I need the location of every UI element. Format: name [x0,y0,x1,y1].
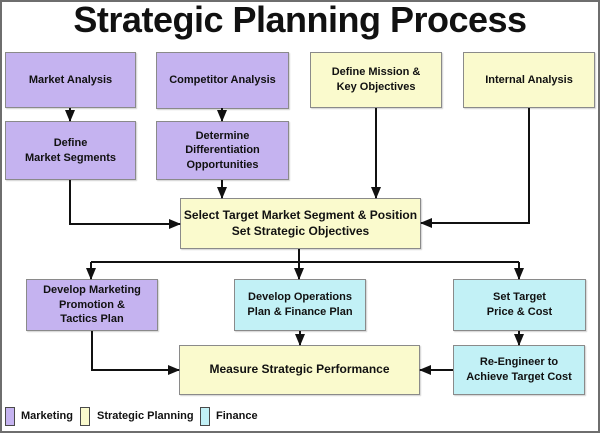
node-competitor-analysis: Competitor Analysis [156,52,289,109]
node-measure-performance: Measure Strategic Performance [179,345,420,395]
node-reengineer: Re-Engineer to Achieve Target Cost [453,345,585,395]
page-title: Strategic Planning Process [73,0,527,40]
node-develop-operations: Develop Operations Plan & Finance Plan [234,279,366,331]
node-select-target: Select Target Market Segment & Position … [180,198,421,249]
arrow-marketing-to-measure [91,331,180,375]
arrow-internal-to-select [420,108,530,228]
node-internal-analysis: Internal Analysis [463,52,595,108]
node-define-mission: Define Mission & Key Objectives [310,52,442,108]
legend-swatch-finance [200,407,210,426]
node-determine-differentiation: Determine Differentiation Opportunities [156,121,289,180]
node-set-target-price: Set Target Price & Cost [453,279,586,331]
arrow-segments-to-select [69,180,181,229]
legend-label-marketing: Marketing [21,410,73,422]
legend-label-strategic-planning: Strategic Planning [97,410,194,422]
legend-label-finance: Finance [216,410,258,422]
legend-swatch-marketing [5,407,15,426]
node-define-market-segments: Define Market Segments [5,121,136,180]
node-market-analysis: Market Analysis [5,52,136,108]
legend-swatch-strategic-planning [80,407,90,426]
node-develop-marketing: Develop Marketing Promotion & Tactics Pl… [26,279,158,331]
